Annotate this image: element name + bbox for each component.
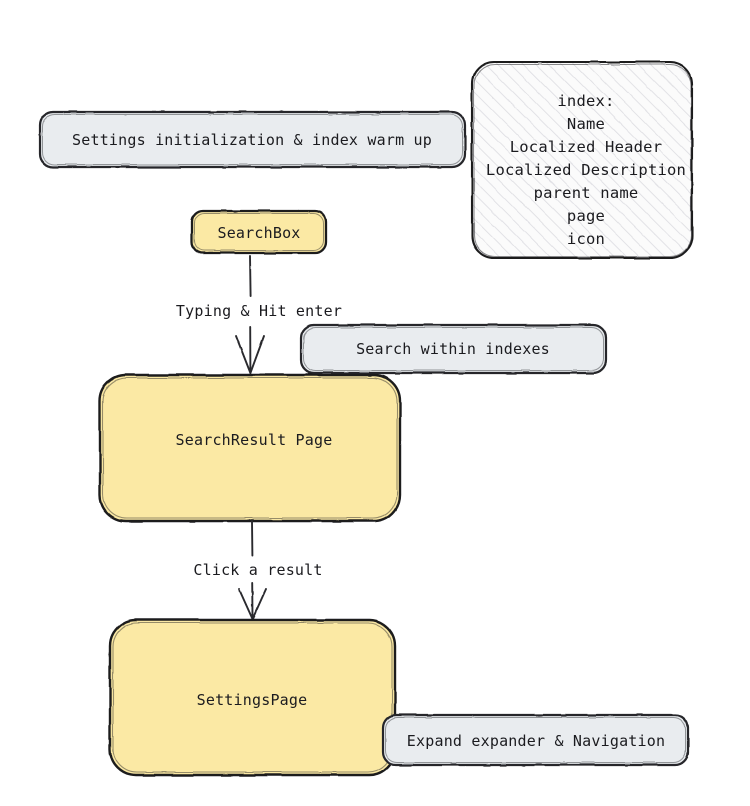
note-expand-shape (381, 713, 690, 767)
index-card-shape (470, 60, 694, 260)
note-search-indexes-shape (299, 323, 608, 375)
searchresult-shape[interactable] (98, 373, 402, 523)
searchbox-shape[interactable] (190, 209, 328, 255)
settingspage-shape[interactable] (108, 618, 397, 777)
note-init-shape (38, 110, 467, 169)
edge-typing-arrow (235, 255, 265, 374)
edge-click-result-arrow (238, 520, 267, 620)
